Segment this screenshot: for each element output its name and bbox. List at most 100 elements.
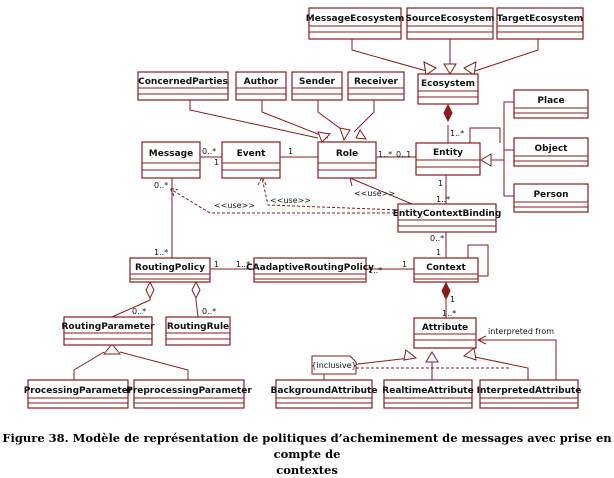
use-arrow-event (257, 175, 267, 186)
inclusive-note-text: {inclusive} (311, 361, 356, 370)
label-sender: Sender (299, 77, 336, 87)
caption-line-1: Figure 38. Modèle de représentation de p… (2, 431, 612, 461)
label-preprocessingparameter: PreprocessingParameter (126, 386, 252, 396)
mult-attr-context: 1..* (442, 309, 456, 318)
label-message: Message (149, 149, 193, 159)
gen-arrow-ecosystem-right (463, 61, 477, 76)
mult-msg-routing: 0..* (154, 181, 168, 190)
label-routingrule: RoutingRule (167, 322, 229, 332)
gen-concernedparties-role (189, 98, 319, 139)
mult-role-entity: 1..* (378, 150, 392, 159)
class-event: Event (221, 141, 281, 179)
uml-class-diagram: MessageEcosystem SourceEcosystem TargetE… (24, 7, 589, 409)
agg-diamond-rule (191, 280, 201, 300)
label-sourceecosystem: SourceEcosystem (406, 14, 495, 24)
class-role: Role (317, 141, 377, 179)
mult-entity-ecb: 1 (438, 179, 443, 188)
class-routingrule: RoutingRule (165, 316, 231, 346)
label-interpreted-from: interpreted from (488, 327, 554, 336)
gen-messageecosystem-ecosystem (351, 39, 431, 73)
mult-event-msg: 1 (214, 158, 219, 167)
gen-author-role (261, 98, 329, 139)
self-entity (469, 127, 501, 143)
agg-diamond-param (145, 280, 155, 300)
self-context (467, 244, 489, 277)
mult-context-attr: 1 (450, 295, 455, 304)
class-realtimeattribute: RealtimeAttribute (382, 379, 474, 409)
class-sender: Sender (291, 71, 343, 101)
caption-line-2: contextes (276, 463, 338, 477)
label-person: Person (533, 190, 568, 200)
class-caadaptiveroutingpolicy: CAadaptiveRoutingPolicy (246, 257, 374, 283)
gen-place-entity (503, 101, 514, 160)
mult-msg-event: 0..* (202, 147, 216, 156)
label-targetecosystem: TargetEcosystem (497, 14, 583, 24)
label-caadaptiveroutingpolicy: CAadaptiveRoutingPolicy (246, 263, 374, 273)
figure-caption: Figure 38. Modèle de représentation de p… (0, 430, 614, 478)
gen-arrow-ecosystem (443, 63, 457, 75)
use-ecb-event (261, 177, 401, 211)
gen-arrow-ecosystem-left (423, 61, 437, 76)
mult-event-role: 1 (288, 147, 293, 156)
label-messageecosystem: MessageEcosystem (306, 14, 404, 24)
label-entity: Entity (433, 148, 463, 158)
mult-routing-msg: 1..* (154, 248, 168, 257)
gen-arrow-role-1 (317, 131, 332, 143)
label-role: Role (336, 149, 358, 159)
class-place: Place (513, 89, 589, 119)
gen-preprocessing-param (119, 351, 189, 380)
multiplicity-labels: 1..* 0..* 1 1 1..* 0..1 1 1..* 0..* 1..*… (132, 129, 554, 336)
class-concernedparties: ConcernedParties (137, 71, 229, 101)
class-entitycontextbinding: EntityContextBinding (393, 203, 502, 233)
label-attribute: Attribute (422, 323, 468, 333)
gen-person-entity (503, 160, 514, 197)
mult-ca-context: 1..* (368, 266, 382, 275)
label-routingpolicy: RoutingPolicy (135, 263, 205, 273)
mult-routing-ca: 1 (214, 260, 219, 269)
gen-arrow-param (102, 343, 122, 355)
label-processingparameter: ProcessingParameter (24, 386, 133, 396)
gen-sender-role (317, 98, 346, 133)
gen-interpreted-attr (469, 355, 529, 380)
class-receiver: Receiver (347, 71, 405, 101)
comp-diamond-ecosystem (443, 103, 453, 123)
label-interpretedattribute: InterpretedAttribute (477, 386, 582, 396)
mult-eco-entity: 1..* (450, 129, 464, 138)
gen-arrow-role-3 (355, 129, 368, 140)
use-arrow-message (169, 187, 179, 197)
class-message: Message (141, 141, 201, 179)
label-entitycontextbinding: EntityContextBinding (393, 209, 502, 219)
assoc-interpreted-from (478, 339, 557, 380)
class-backgroundattribute: BackgroundAttribute (271, 379, 377, 409)
class-person: Person (513, 183, 589, 213)
gen-arrow-attr-3 (462, 347, 477, 361)
mult-ecb-context: 0..* (430, 234, 444, 243)
use-ecb-role (349, 177, 413, 205)
gen-processing-param (73, 351, 105, 380)
class-author: Author (235, 71, 287, 101)
connectors (73, 39, 557, 380)
class-entity: Entity (415, 142, 481, 176)
class-processingparameter: ProcessingParameter (24, 379, 133, 409)
class-attribute: Attribute (413, 317, 477, 349)
class-interpretedattribute: InterpretedAttribute (477, 379, 582, 409)
class-routingpolicy: RoutingPolicy (129, 257, 211, 283)
gen-targetecosystem-ecosystem (471, 39, 539, 73)
stereotype-use-role: <<use>> (354, 189, 395, 198)
gen-arrow-entity (480, 153, 492, 167)
label-event: Event (237, 149, 267, 159)
class-ecosystem: Ecosystem (417, 73, 479, 105)
label-author: Author (244, 77, 279, 87)
stereotype-use-event: <<use>> (270, 196, 311, 205)
gen-arrow-role-2 (339, 127, 351, 142)
mult-ca-routing: 1..* (236, 260, 250, 269)
inclusive-note: {inclusive} (311, 355, 357, 375)
mult-entity-role: 0..1 (396, 150, 411, 159)
class-context: Context (413, 257, 479, 283)
class-messageecosystem: MessageEcosystem (306, 7, 404, 40)
stereotype-use-message: <<use>> (214, 201, 255, 210)
use-ecb-message (171, 189, 400, 214)
mult-context-ecb: 1 (436, 248, 441, 257)
label-concernedparties: ConcernedParties (138, 77, 228, 87)
gen-receiver-role (353, 98, 375, 133)
